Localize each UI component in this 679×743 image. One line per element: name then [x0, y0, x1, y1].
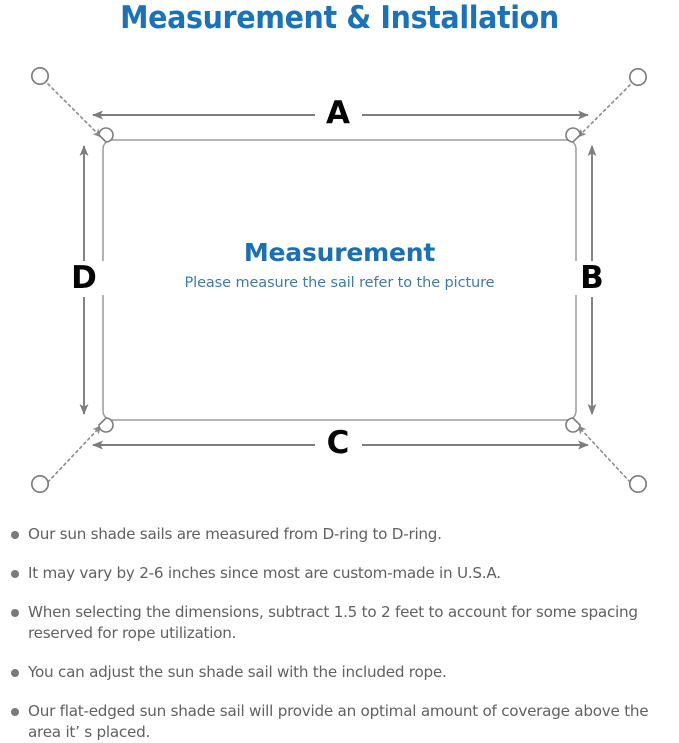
list-item: It may vary by 2-6 inches since most are… — [0, 563, 679, 584]
bullet-icon — [11, 570, 19, 578]
bullet-icon — [11, 669, 19, 677]
page-title: Measurement & Installation — [120, 0, 559, 36]
anchor-ring-top-right — [628, 67, 648, 87]
diagram-canvas — [30, 66, 648, 494]
list-item-text: Our sun shade sails are measured from D-… — [28, 525, 442, 543]
bullet-icon — [11, 708, 19, 716]
rope-line-top-left — [47, 83, 102, 138]
dimension-label-d: D — [62, 261, 106, 295]
list-item: Our sun shade sails are measured from D-… — [0, 524, 679, 545]
sail-body — [102, 139, 577, 421]
list-item-text: When selecting the dimensions, subtract … — [28, 603, 638, 642]
rope-lines — [47, 83, 631, 483]
anchor-ring-top-left — [30, 66, 50, 86]
list-item-text: Our flat-edged sun shade sail will provi… — [28, 702, 649, 741]
anchor-ring-bottom-left — [30, 474, 50, 494]
bullet-icon — [11, 609, 19, 617]
dimension-label-c: C — [315, 426, 361, 460]
d-ring-icon-bottom-left — [98, 417, 114, 433]
dimension-label-b: B — [570, 261, 614, 295]
measurement-diagram: A B C D Measurement Please measure the s… — [0, 48, 679, 513]
dimension-label-a: A — [315, 96, 361, 130]
d-ring-icon-bottom-right — [565, 417, 581, 433]
list-item: When selecting the dimensions, subtract … — [0, 602, 679, 644]
rope-line-bottom-left — [47, 425, 102, 483]
sail-d-rings — [98, 127, 581, 433]
list-item-text: It may vary by 2-6 inches since most are… — [28, 564, 501, 582]
bullet-icon — [11, 531, 19, 539]
list-item: You can adjust the sun shade sail with t… — [0, 662, 679, 683]
d-ring-icon-top-right — [565, 127, 581, 143]
anchor-ring-bottom-right — [628, 474, 648, 494]
rope-line-bottom-right — [577, 425, 631, 483]
list-item: Our flat-edged sun shade sail will provi… — [0, 701, 679, 743]
d-ring-icon-top-left — [98, 127, 114, 143]
rope-line-top-right — [577, 84, 631, 138]
list-item-text: You can adjust the sun shade sail with t… — [28, 663, 447, 681]
anchor-rings — [30, 66, 648, 494]
notes-list: Our sun shade sails are measured from D-… — [0, 524, 679, 743]
